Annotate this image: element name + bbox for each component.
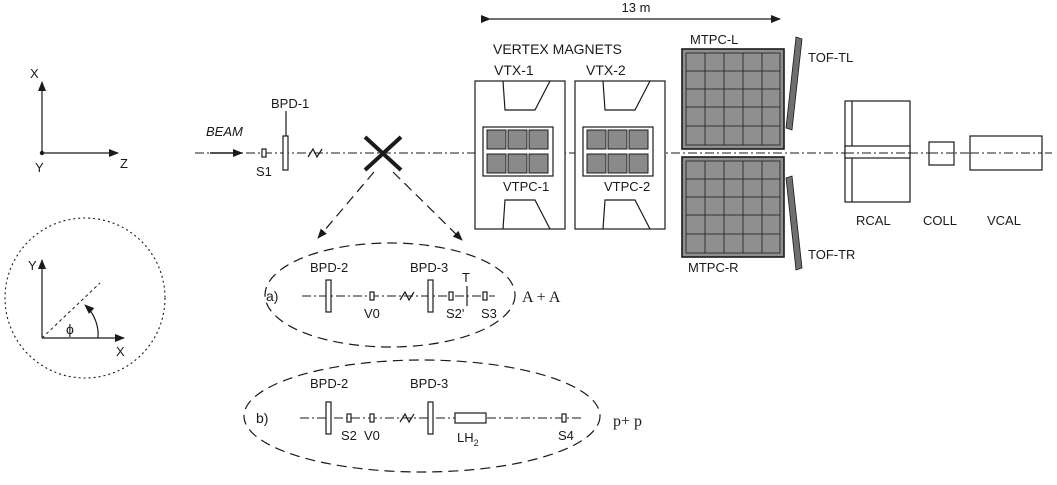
setup-b: b) BPD-2 S2 V0 BPD-3 LH2 S4 p+ p (243, 359, 642, 473)
setup-a: a) BPD-2 V0 BPD-3 T S2' S3 A + A (264, 242, 561, 348)
setup-a-bpd3-label: BPD-3 (410, 260, 448, 275)
setup-b-ellipse (243, 359, 601, 473)
setup-b-s2-label: S2 (341, 428, 357, 443)
setup-a-t-label: T (462, 270, 470, 285)
setup-b-lh2-label: LH2 (457, 430, 479, 448)
vtpc1-label: VTPC-1 (503, 179, 549, 194)
bpd1-detector (282, 135, 289, 171)
vcal-label: VCAL (987, 213, 1021, 228)
axis-z-label: Z (120, 156, 128, 171)
vtpc2-label: VTPC-2 (604, 179, 650, 194)
vertex-magnets: VERTEX MAGNETS VTX-1 VTX-2 VTPC-1 VTPC-2 (474, 41, 666, 230)
setup-b-bpd3-label: BPD-3 (410, 376, 448, 391)
setup-b-s4 (561, 413, 567, 423)
setup-a-v0 (369, 291, 375, 301)
setup-b-break (399, 412, 415, 424)
coll-label: COLL (923, 213, 957, 228)
setup-b-s2 (346, 413, 352, 423)
setup-b-reaction: p+ p (613, 413, 642, 430)
calorimeters: RCAL COLL VCAL (844, 100, 1043, 228)
setup-a-tag: a) (266, 288, 278, 304)
bpd1-label: BPD-1 (271, 96, 309, 111)
rcal-label: RCAL (856, 213, 891, 228)
setup-b-bpd2-label: BPD-2 (310, 376, 348, 391)
tof-tl-label: TOF-TL (808, 50, 853, 65)
mtpc-l-label: MTPC-L (690, 32, 738, 47)
setup-a-break (399, 290, 415, 302)
setup-b-lh2-target (454, 412, 487, 424)
setup-a-bpd2-label: BPD-2 (310, 260, 348, 275)
tof-walls: TOF-TL TOF-TR (785, 36, 855, 271)
setup-a-v0-label: V0 (364, 306, 380, 321)
vtx2-label: VTX-2 (586, 62, 626, 78)
setup-b-v0-label: V0 (364, 428, 380, 443)
vertex-magnets-title: VERTEX MAGNETS (493, 41, 622, 57)
setup-a-reaction: A + A (522, 289, 561, 306)
axis-y-label: Y (35, 160, 44, 175)
dimension-13m: 13 m (481, 0, 781, 23)
mtpc-r (681, 156, 785, 258)
tof-tl (785, 36, 803, 131)
setup-b-bpd3 (427, 401, 434, 435)
main-tpcs: MTPC-L MTPC-R (681, 32, 785, 275)
setup-b-s4-label: S4 (558, 428, 574, 443)
break-symbol (307, 147, 323, 159)
axis-x-label: X (30, 66, 39, 81)
polar-x-label: X (116, 344, 125, 359)
setup-a-s2p-label: S2' (446, 306, 464, 321)
setup-a-s3-label: S3 (481, 306, 497, 321)
setup-b-bpd2 (325, 401, 332, 435)
setup-a-s3 (482, 291, 488, 301)
setup-a-bpd3 (427, 279, 434, 313)
setup-a-bpd2 (325, 279, 332, 313)
beam-label: BEAM (206, 124, 243, 139)
s1-label: S1 (256, 164, 272, 179)
tof-tr (785, 175, 803, 271)
mtpc-r-label: MTPC-R (688, 260, 739, 275)
azimuth-inset: Y X ϕ (4, 217, 166, 379)
coordinate-axes: X Z Y (30, 66, 128, 175)
setup-a-s2p (448, 291, 454, 301)
dimension-label: 13 m (622, 0, 651, 15)
mtpc-l (681, 48, 785, 150)
setup-a-ellipse (264, 242, 516, 348)
vtx1-label: VTX-1 (494, 62, 534, 78)
phi-label: ϕ (66, 321, 74, 337)
setup-b-tag: b) (256, 410, 268, 426)
polar-y-label: Y (28, 258, 37, 273)
setup-b-v0 (369, 413, 375, 423)
s1-counter (261, 148, 267, 158)
tof-tr-label: TOF-TR (808, 247, 855, 262)
